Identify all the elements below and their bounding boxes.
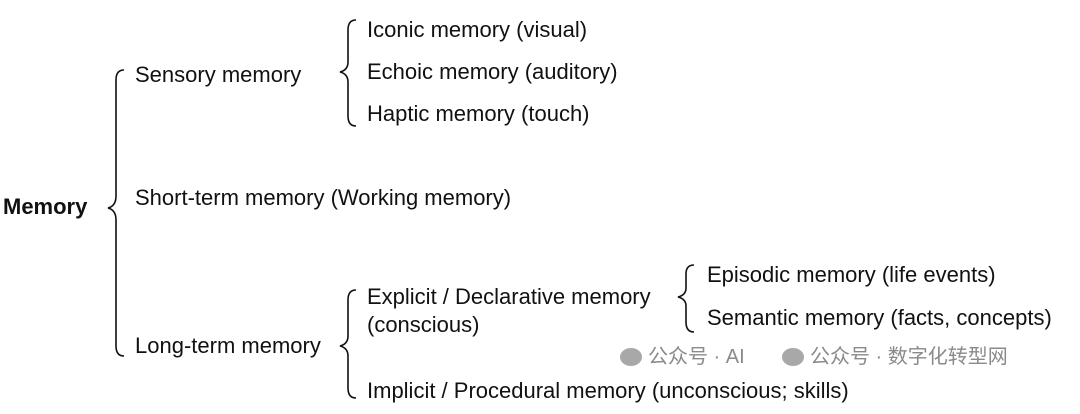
brace-explicit: [677, 264, 695, 333]
wechat-icon: [782, 348, 804, 366]
node-semantic-memory: Semantic memory (facts, concepts): [707, 305, 1052, 330]
brace-long-term: [339, 289, 357, 399]
node-haptic-memory: Haptic memory (touch): [367, 101, 590, 126]
node-implicit-memory: Implicit / Procedural memory (unconsciou…: [367, 378, 849, 403]
node-explicit-memory: Explicit / Declarative memory: [367, 284, 651, 309]
node-echoic-memory: Echoic memory (auditory): [367, 59, 618, 84]
root-node-memory: Memory: [3, 194, 88, 219]
node-explicit-memory-note: (conscious): [367, 312, 480, 337]
wechat-icon: [620, 348, 642, 366]
watermark-1-text: 公众号 · AI: [648, 346, 745, 368]
node-short-term-memory: Short-term memory (Working memory): [135, 185, 512, 210]
brace-memory: [107, 69, 125, 357]
watermark-2: 公众号 · 数字化转型网: [782, 347, 1008, 367]
node-long-term-memory: Long-term memory: [135, 333, 321, 358]
watermark-1: 公众号 · AI: [620, 347, 745, 367]
node-iconic-memory: Iconic memory (visual): [367, 17, 588, 42]
watermark-2-text: 公众号 · 数字化转型网: [810, 346, 1008, 368]
brace-sensory: [339, 19, 357, 127]
node-sensory-memory: Sensory memory: [135, 62, 302, 87]
node-episodic-memory: Episodic memory (life events): [707, 262, 996, 287]
